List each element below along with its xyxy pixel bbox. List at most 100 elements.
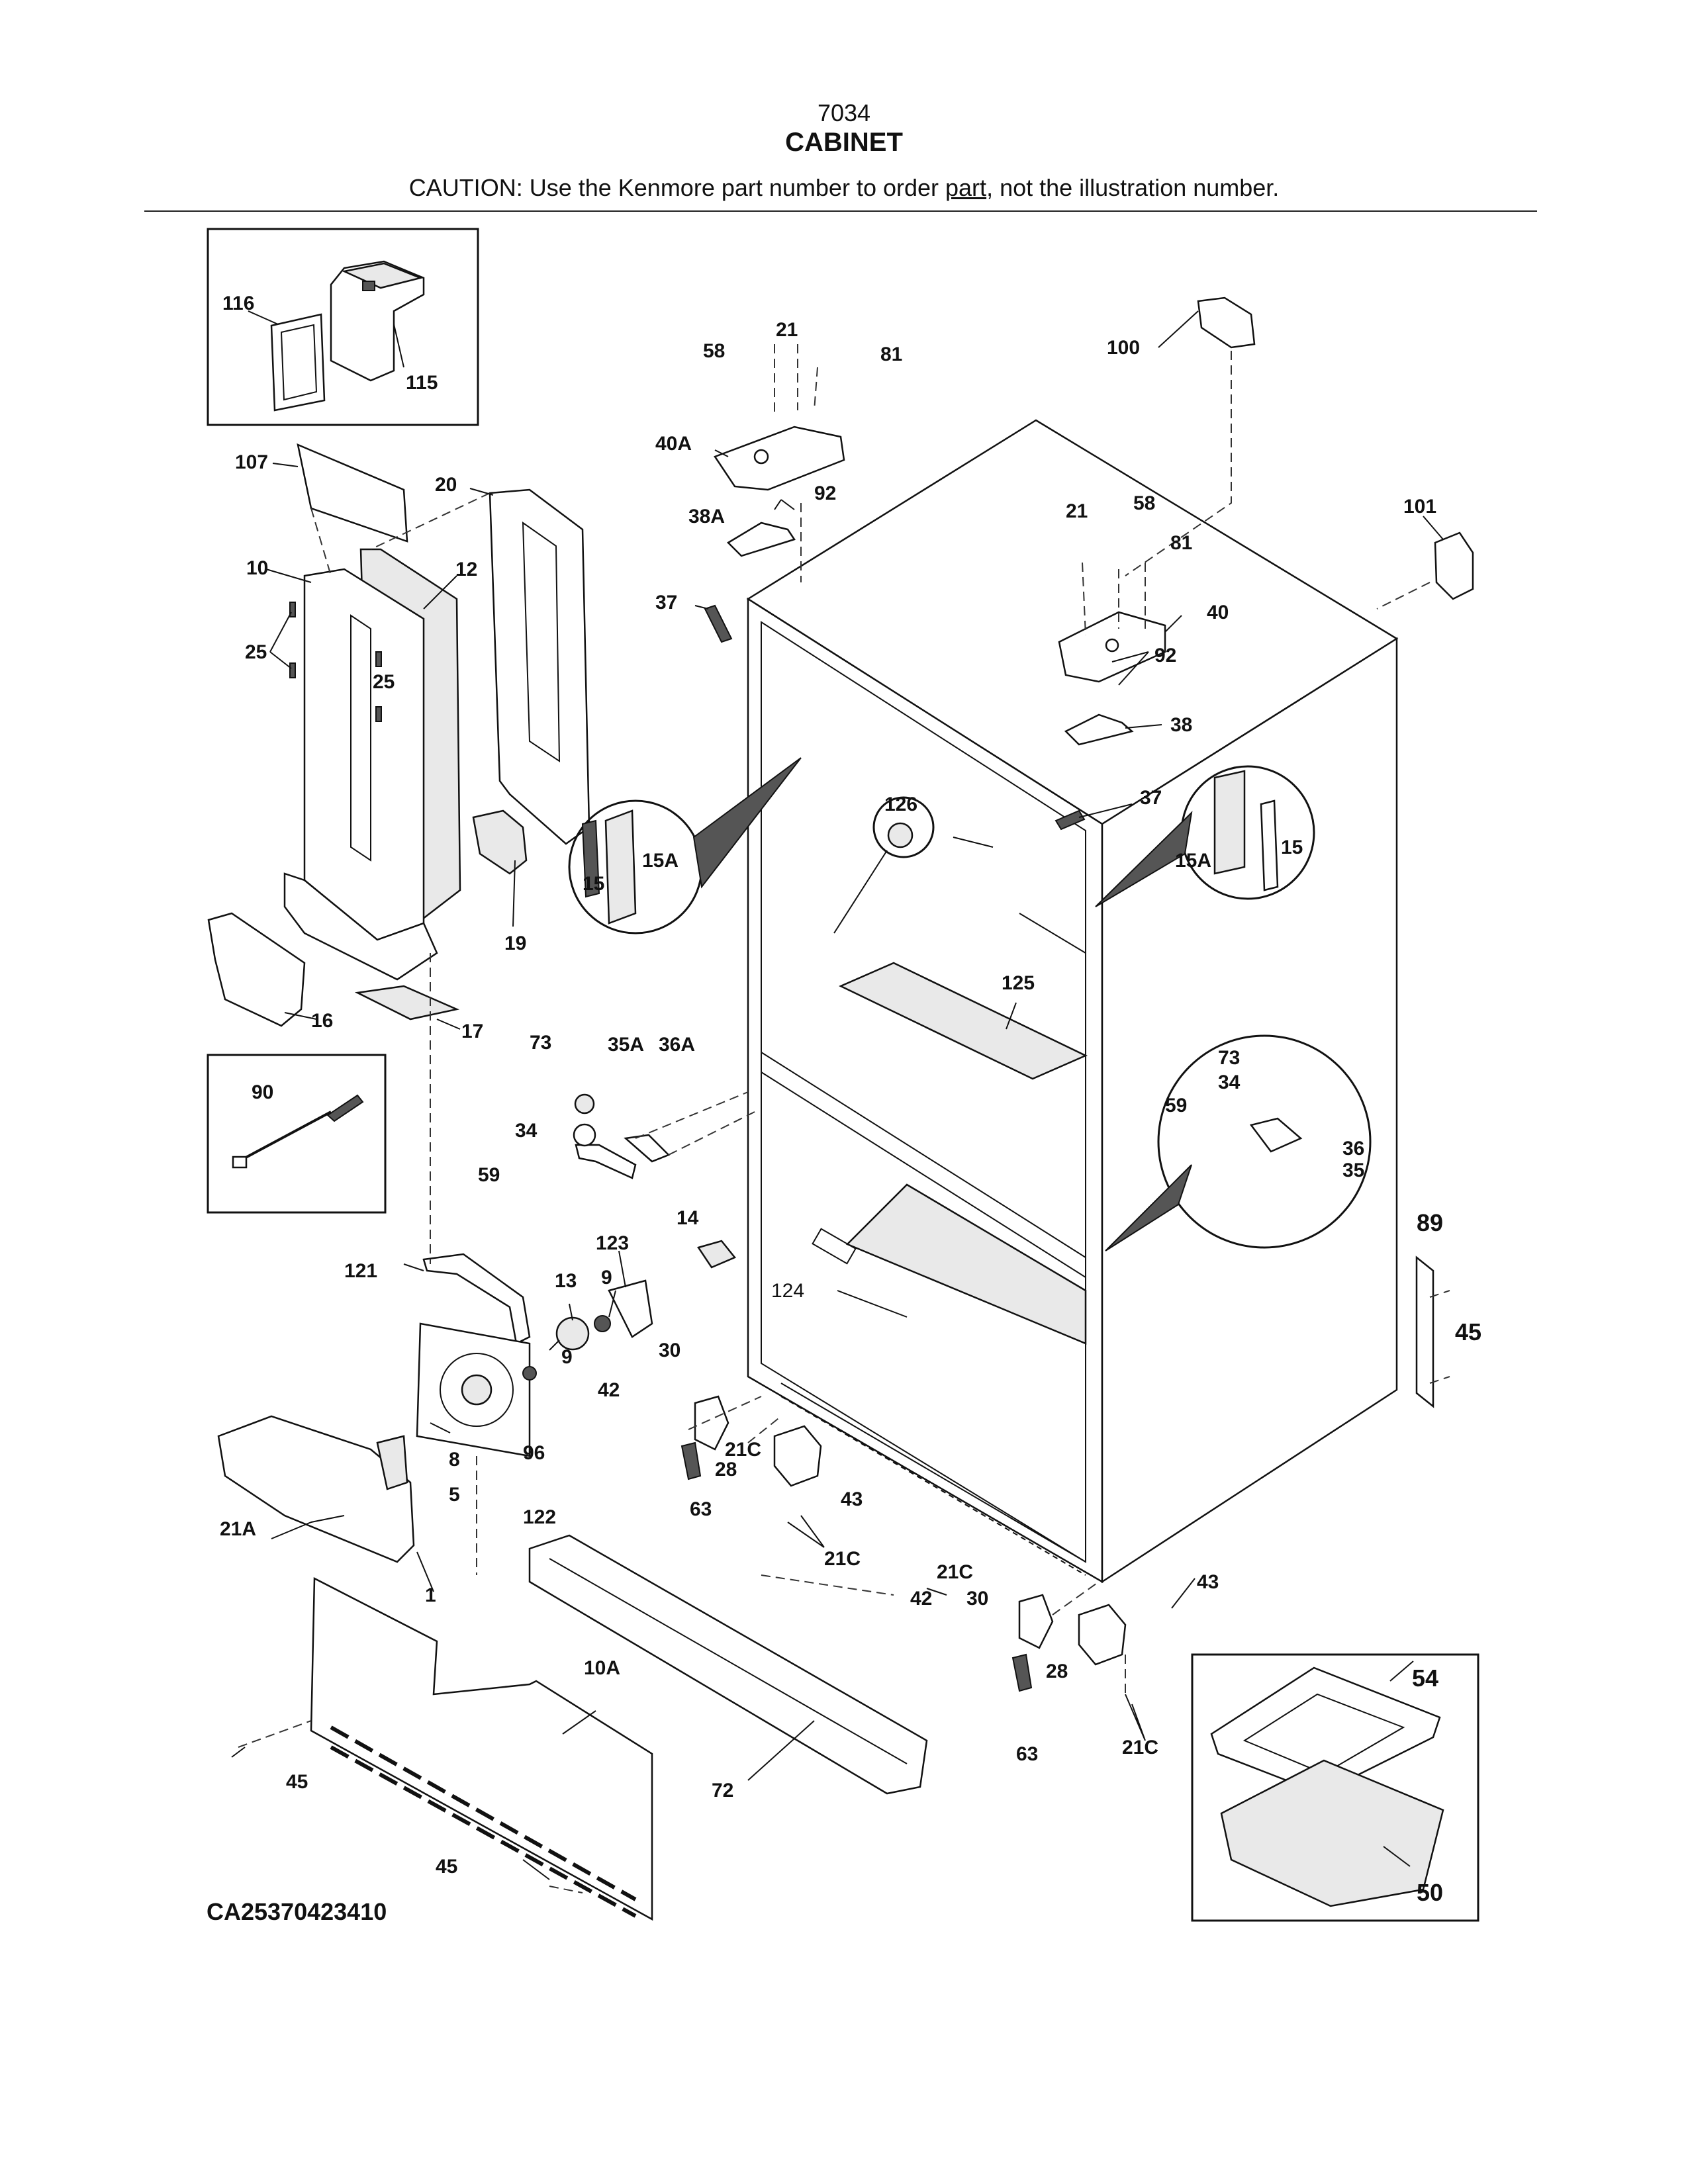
callout-14: 14 <box>677 1207 699 1229</box>
callout-30-left: 30 <box>659 1340 680 1361</box>
part-14-switch <box>697 1240 737 1269</box>
callout-13: 13 <box>555 1270 577 1292</box>
inset-box-top-left <box>207 228 479 426</box>
part-107-duct-cover <box>297 443 408 543</box>
callout-15A-right: 15A <box>1175 850 1211 872</box>
callout-81-right: 81 <box>1170 532 1192 554</box>
callout-45-bottom: 45 <box>436 1856 457 1878</box>
part-34-washer <box>573 1123 596 1147</box>
part-30-bracket-right <box>1018 1594 1054 1649</box>
callout-38A: 38A <box>688 506 725 527</box>
part-37-shim-left <box>704 604 733 643</box>
part-43-hinge-left <box>773 1425 822 1487</box>
callout-37-left: 37 <box>655 592 677 614</box>
callout-121: 121 <box>344 1260 377 1282</box>
callout-9-top: 9 <box>601 1267 612 1289</box>
callout-40A: 40A <box>655 433 692 455</box>
callout-21-top: 21 <box>776 319 798 341</box>
part-63-roller-left <box>680 1441 702 1480</box>
callout-90: 90 <box>252 1081 273 1103</box>
part-125-shelf <box>839 962 1088 1080</box>
callout-20: 20 <box>435 474 457 496</box>
header-rule <box>144 210 1537 212</box>
part-100-bracket <box>1197 296 1256 349</box>
callout-16: 16 <box>311 1010 333 1032</box>
callout-122: 122 <box>523 1506 556 1528</box>
callout-30-right: 30 <box>966 1588 988 1610</box>
cabinet-shell <box>746 419 1399 1584</box>
callout-107: 107 <box>235 451 268 473</box>
callout-73-left: 73 <box>530 1032 551 1054</box>
caution-prefix: CAUTION: Use the Kenmore part number to … <box>408 174 946 201</box>
callout-45-right: 45 <box>1455 1318 1481 1345</box>
callout-25-left: 25 <box>245 641 267 663</box>
callout-59-right: 59 <box>1165 1095 1187 1116</box>
part-101-bracket <box>1434 531 1474 600</box>
callout-101: 101 <box>1403 496 1436 518</box>
caution-note: CAUTION: Use the Kenmore part number to … <box>0 174 1688 202</box>
callout-21C-b: 21C <box>824 1548 861 1570</box>
part-1-control-housing <box>217 1415 415 1563</box>
page-number: 7034 <box>817 99 871 126</box>
callout-116: 116 <box>222 293 254 314</box>
part-122-fan-shroud <box>416 1322 531 1457</box>
callout-63-left: 63 <box>690 1498 712 1520</box>
callout-72: 72 <box>712 1780 733 1801</box>
callout-81-top: 81 <box>880 343 902 365</box>
part-72-kick-plate <box>528 1534 928 1795</box>
callout-43-left: 43 <box>841 1488 863 1510</box>
callout-19: 19 <box>504 933 526 954</box>
callout-92-top: 92 <box>814 482 836 504</box>
callout-36: 36 <box>1342 1138 1364 1160</box>
callout-21-right: 21 <box>1066 500 1088 522</box>
callout-58-right: 58 <box>1133 492 1155 514</box>
part-89-bracket <box>1415 1255 1434 1408</box>
part-37-shim-right <box>1055 809 1086 831</box>
detail-circle-right-15 <box>1095 765 1315 907</box>
callout-25-right: 25 <box>373 671 395 693</box>
callout-21C-d: 21C <box>1122 1737 1158 1758</box>
diagram-code: CA25370423410 <box>207 1898 387 1925</box>
callout-43-right: 43 <box>1197 1571 1219 1593</box>
callout-21A: 21A <box>220 1518 256 1540</box>
callout-9-bottom: 9 <box>561 1346 573 1368</box>
callout-1: 1 <box>425 1584 436 1606</box>
part-9-grommet <box>522 1366 537 1381</box>
callout-58-top: 58 <box>703 340 725 362</box>
inset-box-part-90 <box>207 1054 387 1214</box>
leader-lines <box>231 310 1444 1880</box>
callout-45-left: 45 <box>286 1771 308 1793</box>
callout-54: 54 <box>1412 1664 1438 1692</box>
callout-10A: 10A <box>584 1657 620 1679</box>
detail-circle-hinge <box>1105 1034 1372 1251</box>
callout-36A: 36A <box>659 1034 695 1056</box>
callout-63-right: 63 <box>1016 1743 1038 1765</box>
part-20-panel <box>489 488 590 845</box>
callout-5: 5 <box>449 1484 460 1506</box>
detail-circle-126 <box>872 796 935 858</box>
callout-labels: 116 115 107 20 10 12 25 25 19 16 17 90 5… <box>220 293 1481 1906</box>
callout-15-right: 15 <box>1281 837 1303 858</box>
part-13-fan-motor <box>555 1315 611 1351</box>
part-17-filter <box>354 985 460 1021</box>
part-123-bracket <box>608 1279 653 1338</box>
callout-115: 115 <box>406 372 438 394</box>
callout-28-right: 28 <box>1046 1661 1068 1682</box>
callout-15A-left: 15A <box>642 850 679 872</box>
part-38A-top-hinge <box>726 522 796 557</box>
callout-100: 100 <box>1107 337 1140 359</box>
inset-box-bottom-right <box>1191 1653 1479 1922</box>
callout-92-right: 92 <box>1154 645 1176 666</box>
caution-suffix: , not the illustration number. <box>986 174 1280 201</box>
callout-21C-a: 21C <box>725 1439 761 1461</box>
callout-35A: 35A <box>608 1034 644 1056</box>
callout-42-right: 42 <box>910 1588 932 1610</box>
part-43-hinge-right <box>1078 1604 1127 1666</box>
callout-38: 38 <box>1170 714 1192 736</box>
part-10-air-tower <box>283 568 438 981</box>
callout-35: 35 <box>1342 1160 1364 1181</box>
part-116-gasket <box>270 313 326 412</box>
part-63-roller-right <box>1011 1653 1033 1692</box>
part-73-pin <box>574 1093 595 1115</box>
detail-circle-left-15 <box>568 757 802 934</box>
